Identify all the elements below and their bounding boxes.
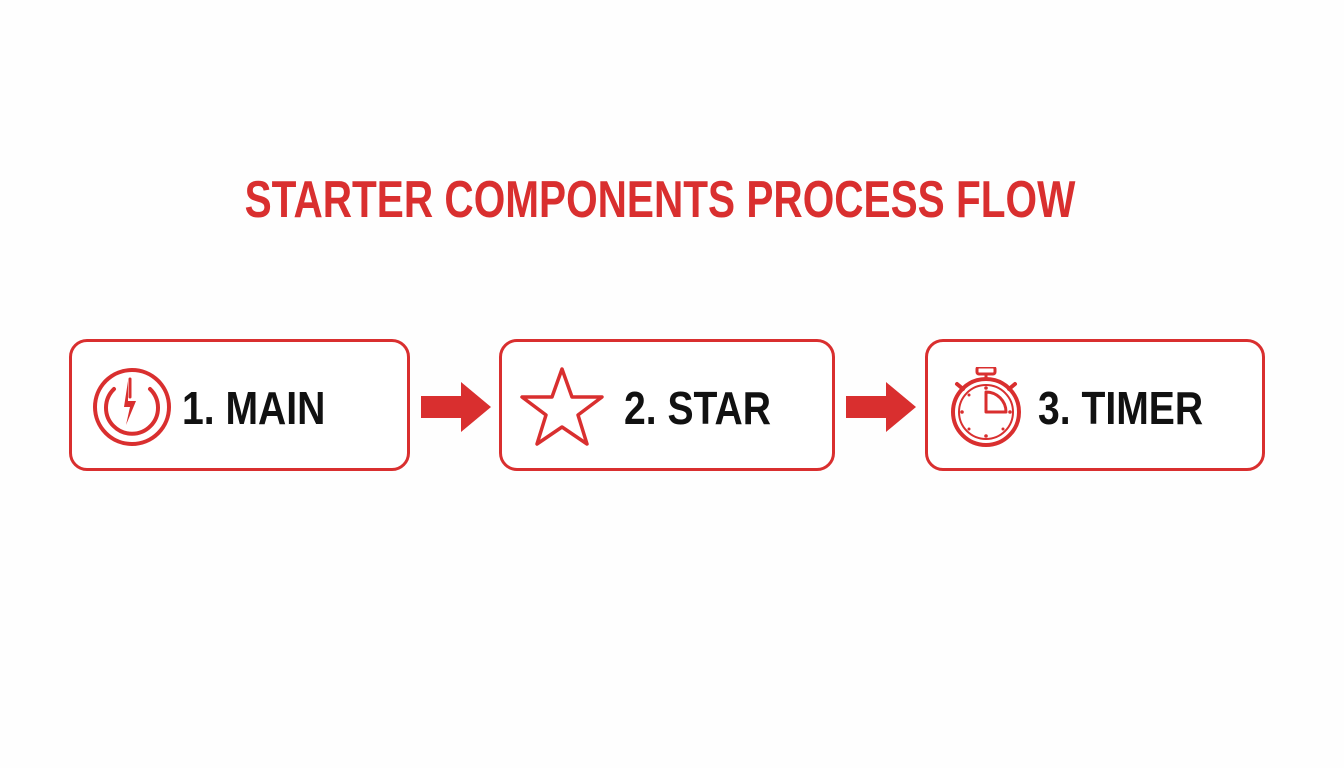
stopwatch-icon: [942, 367, 1030, 447]
star-icon: [518, 367, 606, 447]
step-timer-box: 3. TIMER: [925, 339, 1265, 471]
step-main-label: 1. MAIN: [182, 382, 326, 434]
arrow-right-icon: [421, 382, 493, 432]
power-bolt-icon: [88, 367, 176, 447]
diagram-title: STARTER COMPONENTS PROCESS FLOW: [244, 171, 1076, 229]
arrow-right-icon: [846, 382, 918, 432]
step-timer-label: 3. TIMER: [1038, 382, 1204, 434]
step-star-label: 2. STAR: [624, 382, 772, 434]
step-main-box: 1. MAIN: [69, 339, 410, 471]
step-star-box: 2. STAR: [499, 339, 835, 471]
